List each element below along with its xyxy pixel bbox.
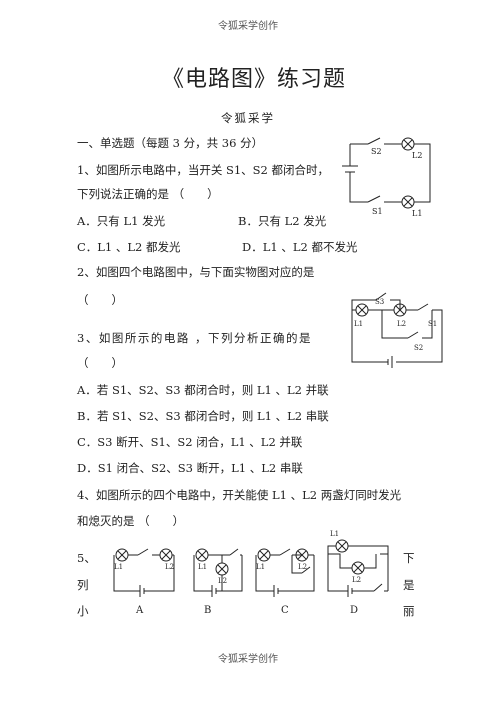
q1-option-a: A．只有 L1 发光 <box>77 214 166 228</box>
q5-right-3: 丽 <box>403 604 415 618</box>
fig1-label-l1: L1 <box>412 209 422 218</box>
q5-choice-d: D <box>350 605 359 616</box>
q4-circuit-b: L1 L2 <box>193 548 243 597</box>
fig3-label-l1: L1 <box>354 320 363 328</box>
q1-option-d: D．L1 、L2 都不发光 <box>242 240 358 254</box>
q5-left-3: 小 <box>77 604 89 618</box>
fig1-label-l2: L2 <box>412 151 422 160</box>
q4-circuit-a: L1 L2 <box>113 548 175 597</box>
q4d-label-l2: L2 <box>352 576 361 584</box>
q2-line2: （ ） <box>77 293 123 307</box>
page-footer: 令狐采学创作 <box>218 654 278 665</box>
q4-line2: 和熄灭的是 （ ） <box>77 514 185 528</box>
q1-circuit-diagram: S2 L2 S1 L1 <box>342 137 431 218</box>
q4b-label-l1: L1 <box>198 563 207 571</box>
q2-line1: 2、如图四个电路图中，与下面实物图对应的是 <box>77 265 315 279</box>
q5-left-1: 5、 <box>77 551 96 565</box>
q4c-label-l1: L1 <box>256 563 265 571</box>
q4b-label-l2: L2 <box>218 577 227 585</box>
q3-line1: 3、如图所示的电路 ，下列分析正确的是 <box>77 331 312 345</box>
q4a-label-l2: L2 <box>165 563 174 571</box>
q4d-label-l1: L1 <box>330 530 339 538</box>
q3-circuit-diagram: S3 L1 L2 S1 S2 <box>351 292 443 368</box>
fig3-label-s2: S2 <box>414 344 423 352</box>
page-header: 令狐采学创作 <box>218 21 278 32</box>
q1-line2: 下列说法正确的是 （ ） <box>77 187 219 201</box>
q3-option-d: D．S1 闭合、S2、S3 断开，L1 、L2 串联 <box>77 461 303 475</box>
q3-option-c: C．S3 断开、S1、S2 闭合，L1 、L2 并联 <box>77 435 303 449</box>
q3-option-a: A．若 S1、S2、S3 都闭合时，则 L1 、L2 并联 <box>77 383 329 397</box>
q5-right-2: 是 <box>403 578 415 592</box>
q4a-label-l1: L1 <box>114 563 123 571</box>
q5-choice-b: B <box>204 605 212 616</box>
author-line: 令狐采学 <box>221 111 275 125</box>
q5-choice-c: C <box>281 605 289 616</box>
q4c-label-l2: L2 <box>298 563 307 571</box>
fig3-label-l2: L2 <box>397 320 406 328</box>
q1-line1: 1、如图所示电路中，当开关 S1、S2 都闭合时， <box>77 163 330 177</box>
fig3-label-s1: S1 <box>428 320 437 328</box>
fig1-label-s1: S1 <box>372 207 383 216</box>
q5-left-2: 列 <box>77 578 89 592</box>
fig3-label-s3: S3 <box>375 298 384 306</box>
q4-circuit-c: L1 L2 <box>255 548 315 597</box>
q1-option-b: B．只有 L2 发光 <box>238 214 327 228</box>
q4-line1: 4、如图所示的四个电路中，开关能使 L1 、L2 两盏灯同时发光 <box>77 488 402 502</box>
q5-choice-a: A <box>136 605 144 616</box>
q3-option-b: B．若 S1、S2、S3 都闭合时，则 L1 、L2 串联 <box>77 409 329 423</box>
q3-line2: （ ） <box>77 356 123 370</box>
fig1-label-s2: S2 <box>371 147 382 156</box>
q1-option-c: C．L1 、L2 都发光 <box>77 240 181 254</box>
q5-right-1: 下 <box>403 551 415 565</box>
page-title: 《电路图》练习题 <box>162 67 347 92</box>
section-heading: 一、单选题（每题 3 分，共 36 分） <box>77 136 264 150</box>
q4-circuit-d: L1 L2 <box>327 530 389 597</box>
